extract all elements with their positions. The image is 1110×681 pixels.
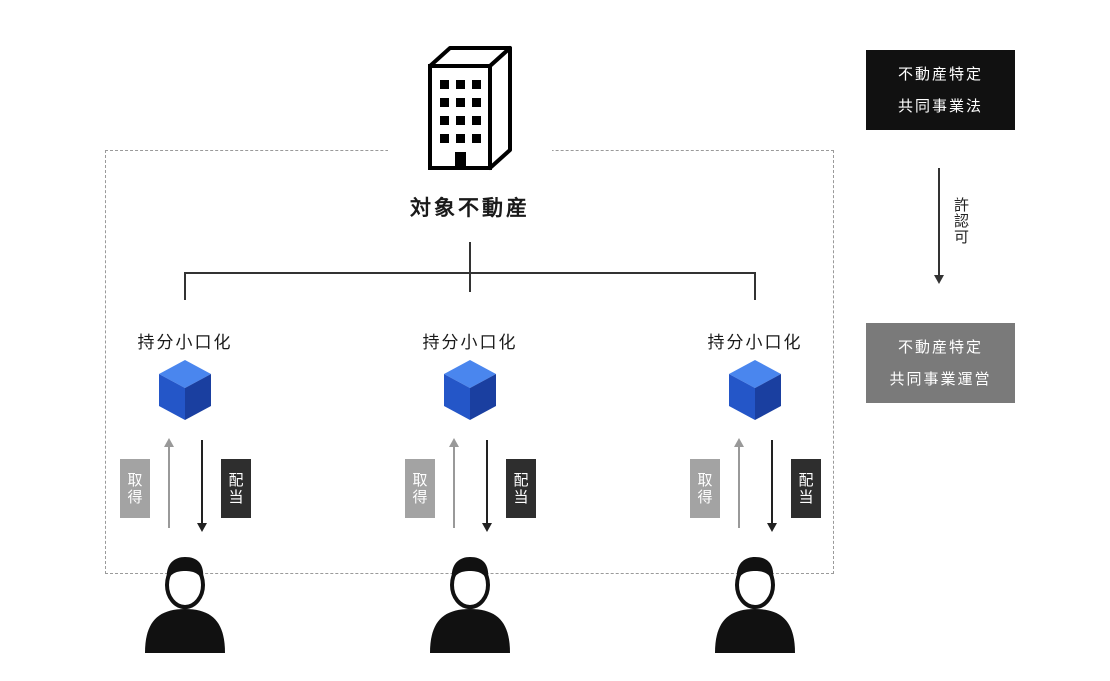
dividend-arrow xyxy=(482,440,492,532)
dividend-arrow xyxy=(197,440,207,532)
tree-drop-line xyxy=(469,272,471,292)
acquire-label: 取得 xyxy=(405,459,435,518)
operator-line-2: 共同事業運営 xyxy=(889,370,992,388)
investor-person-icon xyxy=(145,557,225,653)
tree-drop-line xyxy=(754,272,756,300)
permit-arrow xyxy=(934,168,944,284)
cube-icon xyxy=(444,360,496,420)
operator-box: 不動産特定 共同事業運営 xyxy=(866,323,1015,403)
law-line-2: 共同事業法 xyxy=(897,97,983,115)
unit-label: 持分小口化 xyxy=(707,333,803,353)
property-label: 対象不動産 xyxy=(410,195,530,220)
investor-person-icon xyxy=(715,557,795,653)
law-box: 不動産特定 共同事業法 xyxy=(866,50,1015,130)
acquire-label: 取得 xyxy=(120,459,150,518)
operator-line-1: 不動産特定 xyxy=(897,338,983,356)
acquire-arrow xyxy=(164,438,174,528)
dividend-label: 配当 xyxy=(506,459,536,518)
cube-icon xyxy=(159,360,211,420)
law-line-1: 不動産特定 xyxy=(897,65,983,83)
unit-label: 持分小口化 xyxy=(137,333,233,353)
acquire-arrow xyxy=(734,438,744,528)
cube-icon xyxy=(729,360,781,420)
tree-drop-line xyxy=(184,272,186,300)
permit-label: 許認可 xyxy=(952,197,970,245)
acquire-label: 取得 xyxy=(690,459,720,518)
tree-stem-line xyxy=(469,242,471,290)
office-building-icon xyxy=(428,46,512,170)
unit-label: 持分小口化 xyxy=(422,333,518,353)
acquire-arrow xyxy=(449,438,459,528)
investor-person-icon xyxy=(430,557,510,653)
dividend-label: 配当 xyxy=(791,459,821,518)
dividend-arrow xyxy=(767,440,777,532)
dividend-label: 配当 xyxy=(221,459,251,518)
